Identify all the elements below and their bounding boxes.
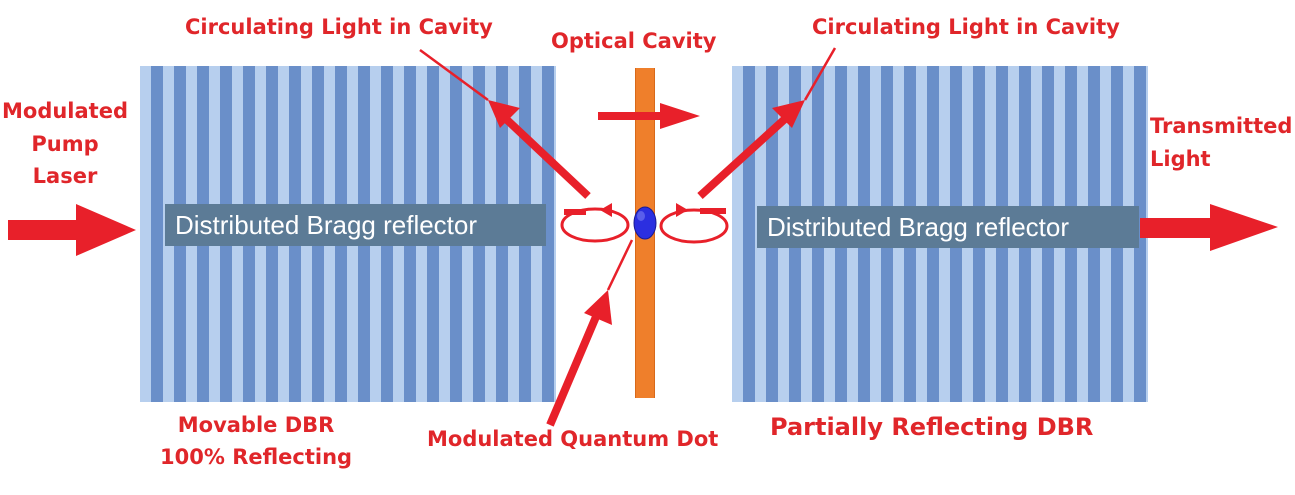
circulating-loop-left-tab — [564, 209, 586, 215]
circulating-loop-right-head — [676, 203, 688, 217]
transmitted-light-label: Transmitted Light — [1150, 114, 1293, 171]
circulating-loop-right-tab — [700, 208, 726, 214]
right-dbr-label: Distributed Bragg reflector — [757, 206, 1139, 248]
modulated-pump-laser-label: Modulated Pump Laser — [2, 99, 128, 189]
pump-laser-arrow — [8, 204, 136, 256]
quantum-dot-highlight — [637, 211, 645, 221]
cavity-direction-arrow — [598, 103, 700, 129]
circulating-loop-right — [659, 208, 729, 244]
circulating-left-pointer-line — [502, 115, 591, 199]
movable-dbr-label: Movable DBR 100% Reflecting — [160, 413, 353, 469]
quantum-dot — [633, 206, 657, 240]
modulated-quantum-dot-label: Modulated Quantum Dot — [427, 427, 719, 451]
optical-cavity-label: Optical Cavity — [551, 29, 717, 53]
quantum-dot-pointer-line — [546, 310, 602, 427]
circulating-left-label-leader — [419, 48, 489, 102]
circulating-light-label-right: Circulating Light in Cavity — [812, 15, 1120, 39]
circulating-right-label-leader — [803, 47, 837, 101]
partially-reflecting-dbr-label: Partially Reflecting DBR — [770, 413, 1094, 441]
left-dbr-label: Distributed Bragg reflector — [165, 204, 546, 246]
circulating-loop-left-head — [600, 203, 612, 217]
circulating-right-pointer-line — [697, 115, 789, 199]
transmitted-light-arrow — [1140, 204, 1278, 251]
circulating-right-pointer-head — [772, 100, 805, 128]
circulating-left-pointer-head — [488, 100, 520, 128]
circulating-light-label-left: Circulating Light in Cavity — [185, 15, 493, 39]
circulating-loop-left — [560, 207, 630, 243]
quantum-dot-pointer-head — [584, 290, 612, 325]
quantum-dot-pointer-leader — [606, 239, 634, 291]
